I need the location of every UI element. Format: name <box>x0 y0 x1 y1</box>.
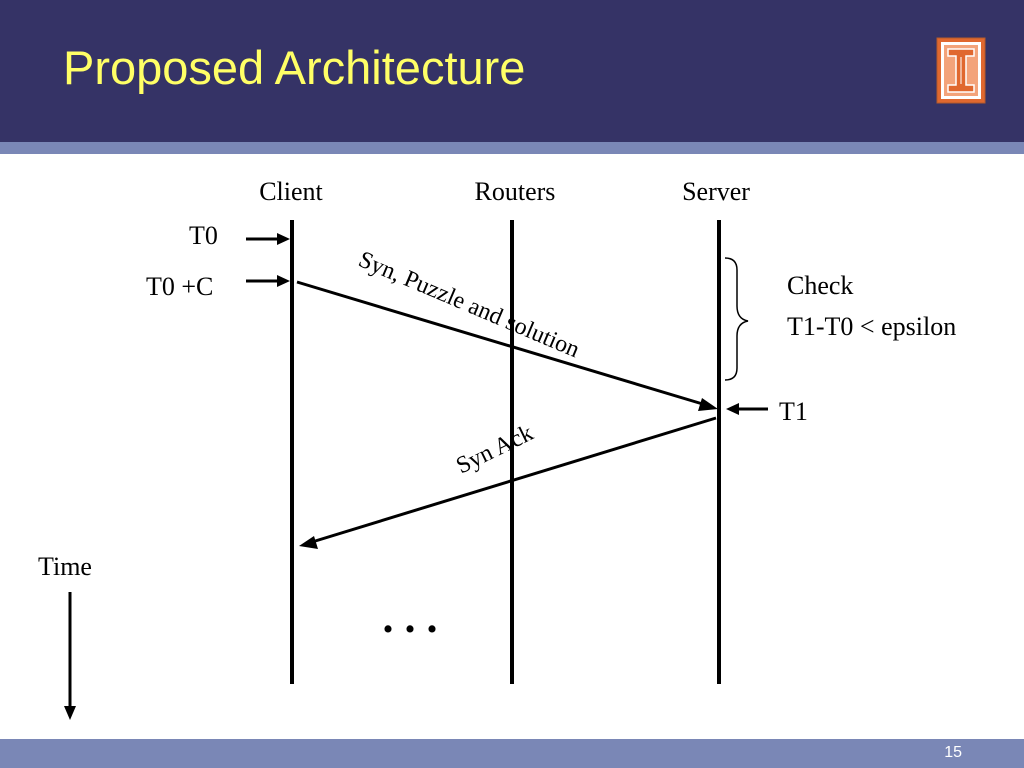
check-label: Check <box>787 271 853 300</box>
time-label: Time <box>38 552 92 581</box>
routers-label: Routers <box>475 177 556 206</box>
check-brace <box>724 257 749 381</box>
header-band <box>0 142 1024 154</box>
client-label: Client <box>259 177 323 206</box>
synack-message-arrow <box>299 416 717 549</box>
slide-header: Proposed Architecture <box>0 0 1024 142</box>
synack-message-label: Syn Ack <box>452 420 537 479</box>
t1-label: T1 <box>779 397 808 426</box>
t0c-label: T0 +C <box>146 272 213 301</box>
syn-message-label: Syn, Puzzle and solution <box>355 247 584 364</box>
t0-arrow <box>246 233 290 245</box>
page-number: 15 <box>944 744 962 761</box>
slide-footer: 15 <box>0 739 1024 768</box>
t1-arrow <box>726 403 768 415</box>
t0-label: T0 <box>189 221 218 250</box>
server-label: Server <box>682 177 750 206</box>
continuation-ellipsis: . . . <box>383 593 438 642</box>
university-block-i-icon <box>936 37 986 104</box>
t0c-arrow <box>246 275 290 287</box>
check-condition: T1-T0 < epsilon <box>787 312 956 341</box>
time-arrow <box>64 592 76 720</box>
slide-title: Proposed Architecture <box>63 41 526 94</box>
syn-message-arrow <box>296 280 718 411</box>
